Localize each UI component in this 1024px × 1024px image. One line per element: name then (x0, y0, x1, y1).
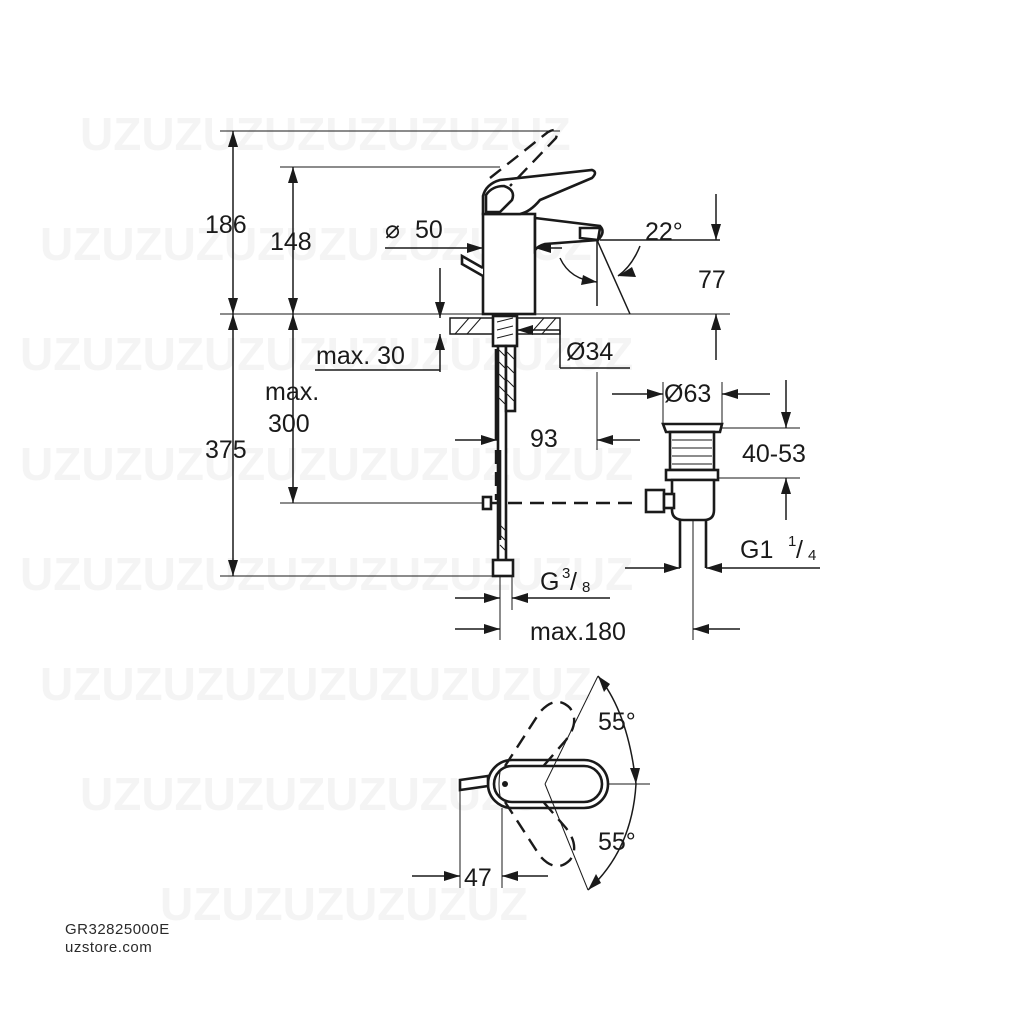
waste-thread-slash: / (796, 536, 803, 564)
hole-diameter-arrow (517, 325, 533, 335)
waste-thread-numerator: 1 (788, 533, 796, 550)
body-diameter-arrow (467, 243, 483, 253)
waste-range-label: 40-53 (742, 440, 806, 468)
svg-text:UZUZUZUZUZUZUZUZUZUZ: UZUZUZUZUZUZUZUZUZUZ (20, 328, 633, 380)
spout-height-arrows (288, 167, 298, 314)
body-diameter-label: 50 (415, 216, 443, 244)
svg-text:UZUZUZUZUZUZUZUZUZ: UZUZUZUZUZUZUZUZUZ (40, 658, 592, 710)
reach-left-arrow (481, 435, 497, 445)
waste-body (670, 478, 716, 522)
hose-thread-denominator: 8 (582, 579, 590, 596)
svg-text:UZUZUZUZUZUZ: UZUZUZUZUZUZ (160, 878, 528, 930)
waste-diameter-arrow-right (722, 389, 738, 399)
waste-diameter-label: Ø63 (664, 380, 711, 408)
hose-thread-arrow-left (484, 593, 500, 603)
waste-thread-arrow-left (664, 563, 680, 573)
product-code: GR32825000E (65, 921, 170, 938)
handle-angle-left-label: 55° (598, 708, 636, 736)
max-thickness-lower-arrow (435, 334, 445, 350)
spout-reach-height-label: 77 (698, 266, 726, 294)
max-distance-label: max.180 (530, 618, 626, 646)
max-distance-arrow-left (484, 624, 500, 634)
hose-length-label: 375 (205, 436, 247, 464)
waste-flange (661, 422, 724, 434)
spout-angle-arc-right (617, 245, 641, 277)
spout-height-label: 148 (270, 228, 312, 256)
handle-offset-arrow-right (502, 871, 518, 881)
handle-angle-right-label: 55° (598, 828, 636, 856)
svg-text:UZUZUZUZUZUZUZUZUZUZ: UZUZUZUZUZUZUZUZUZUZ (20, 548, 633, 600)
angle-lower-arrow (588, 874, 601, 890)
max-distance-arrow-right (693, 624, 709, 634)
waste-thread-arrow-right (706, 563, 722, 573)
spout-height-upper-arrow (711, 224, 721, 240)
handle-raised-outline (489, 128, 559, 187)
supply-hoses (491, 344, 517, 578)
hose-thread-arrow-right (512, 593, 528, 603)
spout-height-lower-arrow (711, 314, 721, 330)
handle-offset-label: 47 (464, 864, 492, 892)
hole-diameter-label: Ø34 (566, 338, 613, 366)
reach-label: 93 (530, 425, 558, 453)
spout-aerator (578, 226, 602, 242)
popup-lever (460, 253, 484, 278)
waste-range-lower-arrow (781, 478, 791, 494)
waste-thread-denominator: 4 (808, 547, 816, 564)
max-depth-label-line1: max. (265, 378, 319, 406)
waste-range-upper-arrow (781, 412, 791, 428)
hose-connector (491, 558, 515, 578)
reach-right-arrow (597, 435, 613, 445)
max-thickness-upper-arrow (435, 302, 445, 318)
store-name: uzstore.com (65, 939, 153, 956)
total-height-label: 186 (205, 211, 247, 239)
faucet-handle (481, 168, 597, 216)
angle-upper-ray (544, 675, 599, 785)
angle-upper-arrows (598, 676, 640, 784)
max-depth-label-line2: 300 (268, 410, 310, 438)
countertop-section (449, 314, 561, 348)
waste-diameter-arrow-left (647, 389, 663, 399)
body-diameter-symbol: ⌀ (385, 216, 400, 244)
top-view-handle (458, 700, 610, 868)
handle-lever-outline (492, 764, 604, 804)
body-diameter-arrow-right (535, 243, 551, 253)
waste-assembly (644, 422, 724, 568)
handle-indicator (502, 781, 508, 787)
handle-offset-arrow-left (444, 871, 460, 881)
top-popup-lever (458, 774, 490, 792)
angle-lower-ray (544, 783, 589, 891)
handle-joint (484, 184, 515, 214)
spout-angle-label: 22° (645, 218, 683, 246)
handle-rotated-down-outline (503, 797, 576, 868)
spout-angle-arrows (581, 267, 636, 285)
svg-text:UZUZUZUZUZUZUZUZUZUZ: UZUZUZUZUZUZUZUZUZUZ (20, 438, 633, 490)
waste-rod-connector (644, 488, 666, 514)
waste-thread-base: G1 (740, 536, 773, 564)
rod-clamp (481, 495, 493, 511)
hose-thread-slash: / (570, 568, 577, 596)
spout-angle-line (596, 239, 631, 315)
handle-rotated-up-outline (503, 700, 576, 771)
svg-text:UZUZUZUZUZUZUZUZ: UZUZUZUZUZUZUZUZ (80, 108, 571, 160)
hose-thread-base: G (540, 568, 559, 596)
hose-thread-numerator: 3 (562, 565, 570, 582)
max-thickness-label: max. 30 (316, 342, 405, 370)
